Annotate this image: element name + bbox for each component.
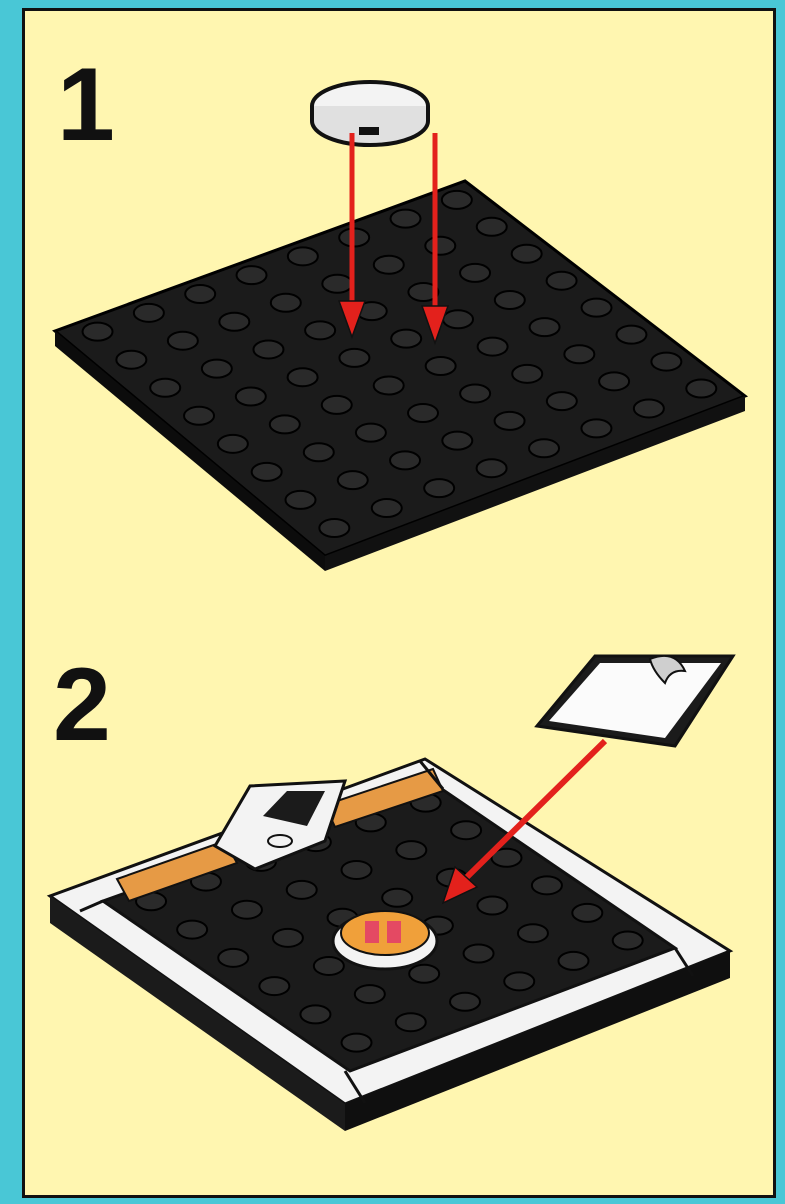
instruction-panel: 1 (22, 8, 776, 1198)
stud (339, 349, 369, 367)
stud (425, 237, 455, 255)
stud (218, 949, 248, 967)
stud (442, 432, 472, 450)
stud (185, 285, 215, 303)
stud (390, 451, 420, 469)
stud (529, 439, 559, 457)
stud (356, 424, 386, 442)
stud (581, 419, 611, 437)
stud (564, 345, 594, 363)
stud (495, 291, 525, 309)
stud (512, 245, 542, 263)
stud (322, 396, 352, 414)
stud (168, 332, 198, 350)
stud (374, 256, 404, 274)
stud (442, 191, 472, 209)
stud (409, 965, 439, 983)
stud (504, 972, 534, 990)
step-2-illustration (25, 611, 776, 1198)
stud (477, 218, 507, 236)
stud (532, 876, 562, 894)
stud (232, 901, 262, 919)
stud (450, 993, 480, 1011)
stud (530, 318, 560, 336)
stud (495, 412, 525, 430)
stud (319, 519, 349, 537)
stud (634, 399, 664, 417)
stud (460, 264, 490, 282)
stud (253, 340, 283, 358)
stud (270, 415, 300, 433)
stud (236, 387, 266, 405)
stud (426, 357, 456, 375)
stud (202, 360, 232, 378)
stud (355, 985, 385, 1003)
stud (287, 881, 317, 899)
stud (547, 272, 577, 290)
stud (83, 323, 113, 341)
stud (382, 889, 412, 907)
stud (547, 392, 577, 410)
stud (304, 443, 334, 461)
stud (271, 294, 301, 312)
stud (184, 407, 214, 425)
stud (478, 338, 508, 356)
stud (451, 821, 481, 839)
stud (686, 380, 716, 398)
stud (374, 376, 404, 394)
stud (237, 266, 267, 284)
stud (342, 861, 372, 879)
stud (322, 275, 352, 293)
stud (219, 313, 249, 331)
stud (424, 479, 454, 497)
stud (477, 896, 507, 914)
stud (391, 330, 421, 348)
sticker-sheet (537, 656, 733, 746)
stud (116, 351, 146, 369)
stud (288, 368, 318, 386)
stud (396, 1013, 426, 1031)
stud (305, 321, 335, 339)
stud (396, 841, 426, 859)
stud (372, 499, 402, 517)
stud (314, 957, 344, 975)
stud (616, 326, 646, 344)
black-plate (55, 181, 745, 571)
stud (464, 944, 494, 962)
stud (477, 459, 507, 477)
stud (177, 921, 207, 939)
stud (218, 435, 248, 453)
stud (134, 304, 164, 322)
round-tile-white (312, 82, 428, 145)
stud (300, 1005, 330, 1023)
stud (286, 491, 316, 509)
stud (613, 931, 643, 949)
stud (150, 379, 180, 397)
round-tile-printed (333, 911, 437, 969)
stud (460, 384, 490, 402)
stud (342, 1034, 372, 1052)
stud (391, 210, 421, 228)
stud (338, 471, 368, 489)
stud (259, 977, 289, 995)
stud (572, 904, 602, 922)
stud (582, 299, 612, 317)
stud (443, 310, 473, 328)
stud (273, 929, 303, 947)
stud (651, 353, 681, 371)
stud (408, 404, 438, 422)
stud (512, 365, 542, 383)
step-1-illustration (25, 11, 776, 611)
stud (518, 924, 548, 942)
stud (558, 952, 588, 970)
stud (599, 372, 629, 390)
stud (252, 463, 282, 481)
stud (288, 247, 318, 265)
